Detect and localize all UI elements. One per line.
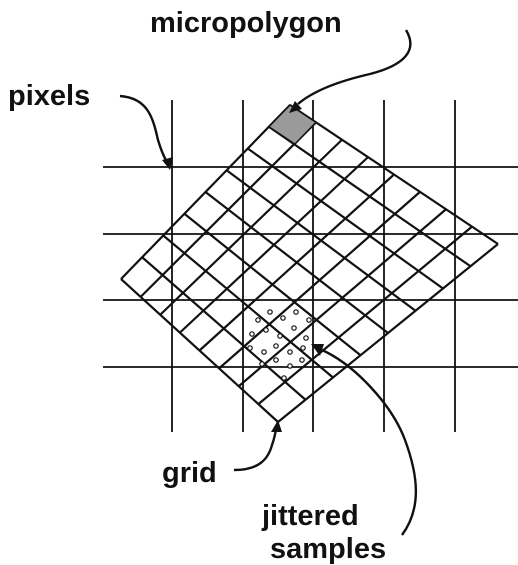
grid-line-a-6: [238, 208, 447, 388]
grid-arrow: [233, 429, 278, 472]
grid-line-b-7: [141, 256, 307, 401]
sample-dot: [267, 309, 273, 315]
pixels-arrow: [119, 94, 169, 163]
grid-line-a-8: [277, 243, 499, 423]
micropolygon-arrow: [297, 29, 412, 105]
micropolygon-label: micropolygon: [150, 7, 342, 39]
jittered-arrowhead: [311, 344, 324, 356]
micropolygon-cell: [267, 104, 318, 146]
sample-dot: [277, 333, 283, 339]
sample-dot: [247, 345, 253, 351]
sample-dot: [281, 375, 287, 381]
grid-line-a-7: [257, 225, 473, 405]
sample-dot: [303, 335, 309, 341]
sample-dot: [255, 317, 261, 323]
sample-dot: [273, 343, 279, 349]
micropolygon-arrowhead: [289, 101, 302, 113]
sample-dot: [249, 331, 255, 337]
sample-dot: [261, 349, 267, 355]
grid-label: grid: [162, 457, 217, 489]
micropolygon-grid: [120, 104, 499, 423]
callout-arrows: [119, 29, 418, 536]
pixels-label: pixels: [8, 80, 90, 112]
grid-line-b-4: [204, 191, 389, 334]
sample-dot: [287, 363, 293, 369]
pixel-lattice: [103, 100, 518, 432]
sample-dot: [293, 309, 299, 315]
jittered-sample-dots: [247, 309, 312, 381]
grid-line-b-5: [183, 212, 362, 357]
sample-dot: [263, 327, 269, 333]
sample-dot: [273, 357, 279, 363]
grid-line-b-8: [120, 278, 279, 423]
samples-label: samples: [270, 533, 386, 565]
sample-dot: [306, 317, 312, 323]
sample-dot: [280, 315, 286, 321]
grid-line-a-5: [218, 191, 421, 370]
jittered-label: jittered: [261, 500, 359, 532]
sample-dot: [287, 349, 293, 355]
sample-dot: [291, 325, 297, 331]
sample-dot: [259, 361, 265, 367]
sample-dot: [300, 345, 306, 351]
grid-line-b-6: [162, 234, 334, 379]
pixels-arrowhead: [162, 157, 173, 170]
sample-dot: [299, 357, 305, 363]
grid-arrowhead: [271, 420, 282, 432]
jittered-arrow: [321, 348, 418, 536]
